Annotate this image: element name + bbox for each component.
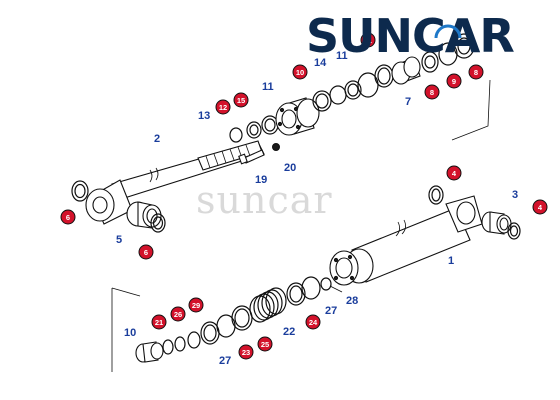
seal-callout-24: 24 <box>305 314 321 330</box>
svg-text:6: 6 <box>144 248 148 257</box>
seal-callout-4-right: 4 <box>532 199 548 215</box>
dust-seal-left-inner <box>74 183 86 199</box>
seal-callout-6-top: 6 <box>60 209 76 225</box>
screw-28-leader <box>329 285 343 293</box>
seal-callout-8-left: 8 <box>424 84 440 100</box>
dust-seal-tube-left <box>428 185 444 205</box>
callout-13: 13 <box>198 110 210 122</box>
seal-callout-15: 15 <box>233 92 249 108</box>
cylinder-head <box>391 56 421 85</box>
callout-19: 19 <box>255 174 267 186</box>
callout-3: 3 <box>512 189 518 201</box>
svg-text:11: 11 <box>364 36 372 45</box>
seal-callout-4-left: 4 <box>446 165 462 181</box>
lower-seal-rings <box>162 305 253 355</box>
bracket-line-upper <box>451 79 491 141</box>
seal-callout-26: 26 <box>170 306 186 322</box>
callout-22: 22 <box>283 326 295 338</box>
watermark-text: suncar <box>196 178 333 222</box>
piston-rod <box>85 140 265 225</box>
svg-text:9: 9 <box>452 77 456 86</box>
piston-nut-group <box>229 115 279 143</box>
callout-10: 10 <box>124 327 136 339</box>
seal-callout-6-bottom: 6 <box>138 244 154 260</box>
set-screw <box>238 149 265 165</box>
callout-27-left: 27 <box>219 355 231 367</box>
callout-1: 1 <box>448 255 454 267</box>
bracket-line-lower <box>111 287 141 372</box>
buffer-ring-22 <box>249 287 287 323</box>
svg-text:26: 26 <box>174 310 182 319</box>
callout-7: 7 <box>405 96 411 108</box>
svg-text:4: 4 <box>452 169 457 178</box>
dust-seal-left <box>71 180 89 202</box>
svg-text:6: 6 <box>66 213 70 222</box>
logo-text: SUNCAR <box>306 9 514 63</box>
seal-callout-8-right: 8 <box>468 64 484 80</box>
svg-text:21: 21 <box>155 318 163 327</box>
seal-callout-11: 11 <box>360 32 376 48</box>
callout-27-right: 27 <box>325 305 337 317</box>
callout-20: 20 <box>284 162 296 174</box>
callout-11-top: 11 <box>336 50 348 62</box>
svg-text:29: 29 <box>192 301 200 310</box>
seal-callout-10: 10 <box>292 64 308 80</box>
dust-seal-right-inner <box>152 216 164 230</box>
callout-14: 14 <box>314 57 327 69</box>
callout-2: 2 <box>154 133 160 145</box>
callout-28: 28 <box>346 295 358 307</box>
callout-5: 5 <box>116 234 122 246</box>
tube-bushing <box>481 211 512 235</box>
svg-text:15: 15 <box>237 96 245 105</box>
logo-accent-arc <box>434 24 462 39</box>
seal-callout-9: 9 <box>446 73 462 89</box>
lower-seal-rings-right <box>286 276 332 306</box>
seal-callout-29: 29 <box>188 297 204 313</box>
callout-11: 11 <box>262 81 274 93</box>
seal-callout-25: 25 <box>257 336 273 352</box>
svg-text:4: 4 <box>538 203 543 212</box>
piston <box>275 97 320 136</box>
suncar-logo: SUNCAR <box>306 9 515 63</box>
steel-ball <box>272 143 280 151</box>
piston-rings-upper <box>312 64 394 112</box>
svg-text:24: 24 <box>309 318 318 327</box>
svg-text:25: 25 <box>261 340 269 349</box>
dust-seal-right <box>150 213 166 233</box>
seal-callout-23: 23 <box>238 344 254 360</box>
cylinder-tube <box>329 195 483 286</box>
bushing-10 <box>135 341 164 363</box>
seal-callout-21: 21 <box>151 314 167 330</box>
dust-seal-tube-right-inner <box>509 225 519 237</box>
seal-callout-12: 12 <box>215 99 231 115</box>
svg-text:23: 23 <box>242 348 250 357</box>
dust-seal-tube-right <box>507 222 521 240</box>
svg-text:12: 12 <box>219 103 227 112</box>
svg-text:10: 10 <box>296 68 304 77</box>
svg-text:8: 8 <box>474 68 478 77</box>
svg-text:8: 8 <box>430 88 434 97</box>
dust-seal-tube-left-inner <box>431 188 441 202</box>
head-seals <box>421 33 475 73</box>
